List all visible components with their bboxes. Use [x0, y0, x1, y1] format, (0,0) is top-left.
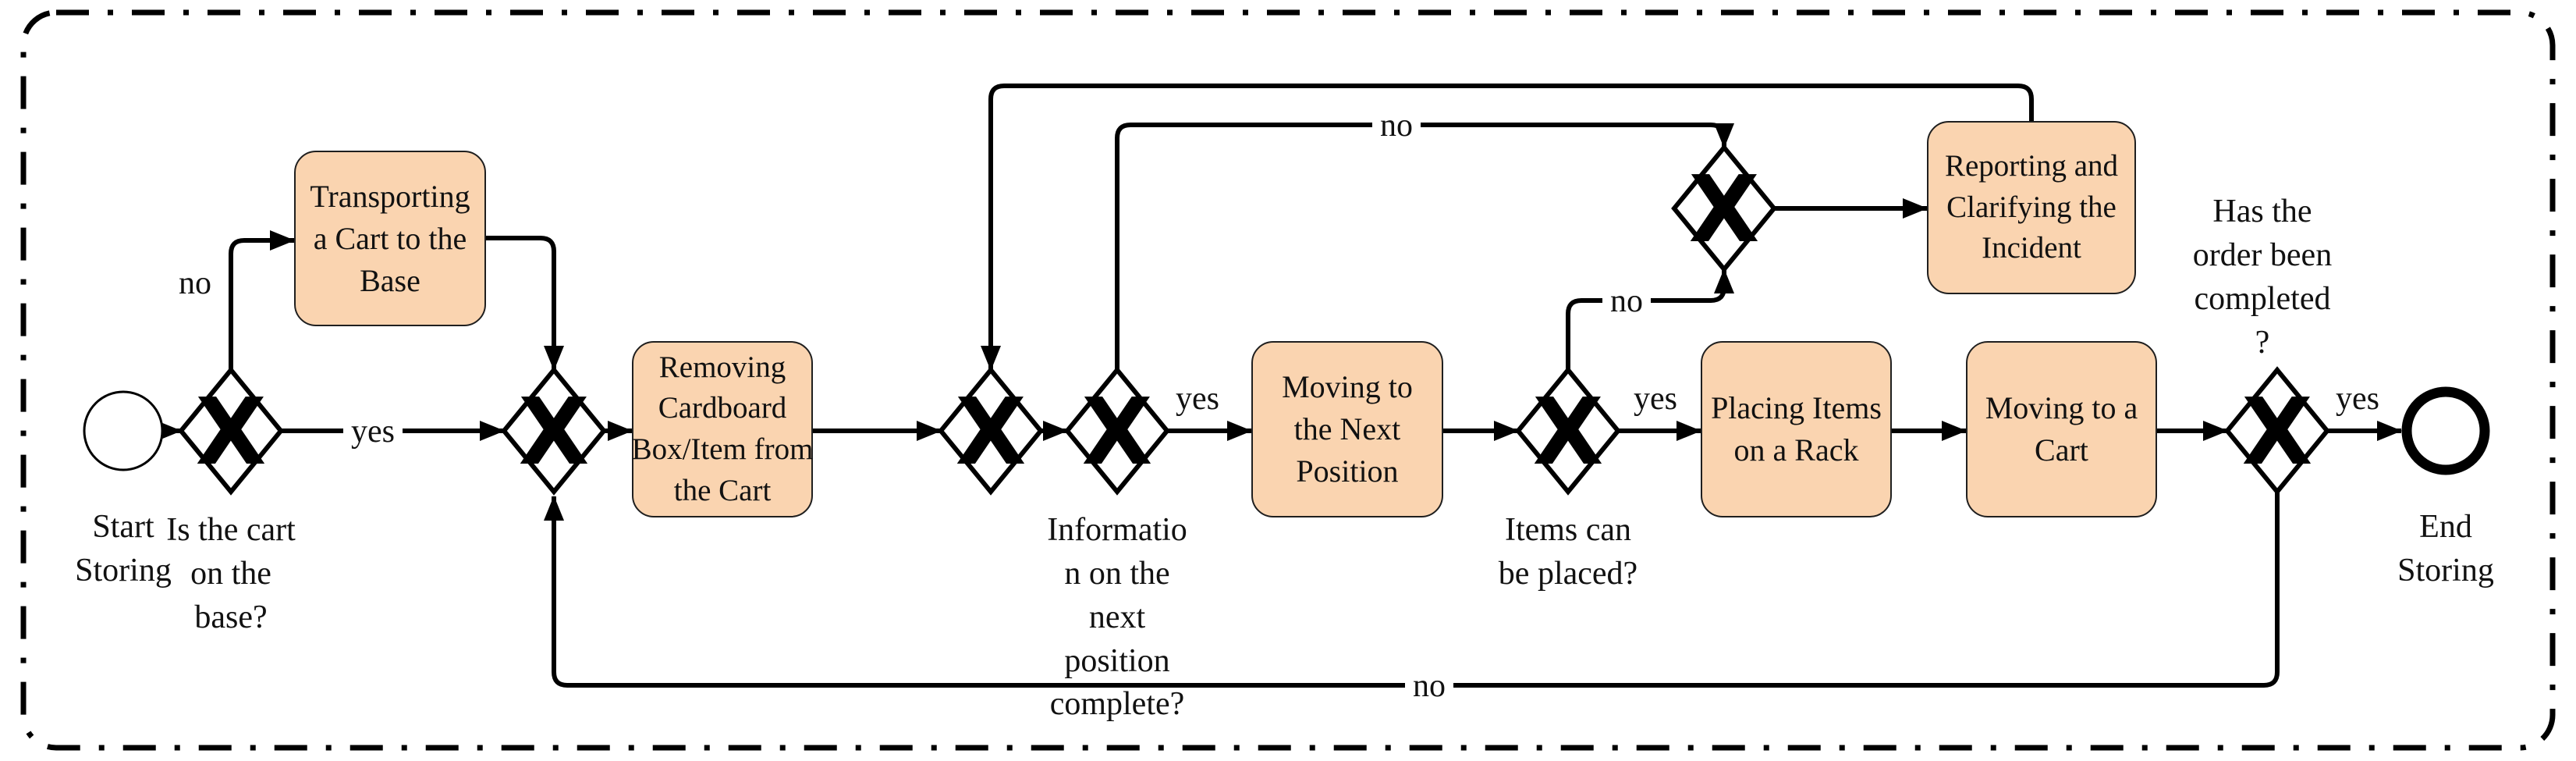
gateways-group [178, 144, 2330, 496]
edge-label-completed-yes: yes [2336, 381, 2379, 417]
edge-label-text: no [1602, 283, 1651, 319]
task-moving-to-next-position: Moving to the Next Position [1251, 341, 1443, 517]
edge-label-info-no: no [1342, 105, 1451, 148]
task-removing-cardboard-box: Removing Cardboard Box/Item from the Car… [632, 341, 813, 517]
gateway-merge1-diamond [501, 366, 607, 496]
task-moving-to-cart: Moving to a Cart [1966, 341, 2157, 517]
edge-transporting-to-merge [486, 236, 564, 371]
gateway-merge2-diamond [938, 366, 1044, 496]
edge-gateway-completed-no-loop [544, 492, 2280, 688]
gateway-question-info-complete: Informatio n on the next position comple… [1047, 512, 1187, 723]
xor-marker-icon: X [2242, 378, 2313, 485]
edge-label-text: no [1372, 108, 1421, 144]
end-event-label: End Storing [2397, 509, 2494, 589]
edge-label-cart-yes: yes [318, 411, 428, 454]
xor-marker-icon: X [1082, 378, 1153, 485]
edge-label-info-yes: yes [1176, 381, 1219, 417]
gateway-info-complete-diamond [1064, 366, 1170, 496]
gateway-merge-upper-diamond [1671, 144, 1777, 273]
edge-label-text: no [1405, 668, 1453, 704]
gateway-question-order-completed: Has the order been completed ? [2192, 194, 2333, 361]
edge-reporting-loop-to-merge2 [981, 84, 2034, 371]
end-event-circle [2401, 386, 2490, 475]
task-placing-items-on-rack: Placing Items on a Rack [1701, 341, 1892, 517]
edge-label-placed-no: no [1572, 280, 1681, 324]
gateway-cart-on-base-diamond [178, 366, 284, 496]
xor-marker-icon: X [519, 378, 590, 485]
edge-label-completed-no: no [1375, 665, 1484, 709]
edge-gateway-info-no-to-merge-upper [1115, 123, 1734, 370]
gateway-question-cart-on-base: Is the cart on the base? [166, 512, 296, 635]
task-reporting-clarifying-incident: Reporting and Clarifying the Incident [1927, 121, 2136, 294]
xor-marker-icon: X [1533, 378, 1604, 485]
edge-gateway-cart-no-to-transporting [229, 230, 295, 370]
xor-markers-group: X X X X X X X [196, 155, 2313, 485]
edge-label-placed-yes: yes [1634, 381, 1677, 417]
diagram-dashed-border [20, 9, 2556, 751]
gateway-order-completed-diamond [2224, 366, 2330, 496]
start-event-circle [83, 390, 164, 471]
edge-label-text: yes [343, 414, 403, 450]
xor-marker-icon: X [1689, 155, 1760, 263]
task-transporting-cart-to-base: Transporting a Cart to the Base [294, 151, 486, 326]
edges-group [157, 84, 2402, 688]
gateway-items-placed-diamond [1515, 366, 1621, 496]
edge-label-cart-no: no [179, 265, 211, 301]
xor-marker-icon: X [196, 378, 267, 485]
xor-marker-icon: X [956, 378, 1027, 485]
gateway-question-items-placed: Items can be placed? [1498, 512, 1638, 592]
start-event-label: Start Storing [75, 509, 172, 589]
